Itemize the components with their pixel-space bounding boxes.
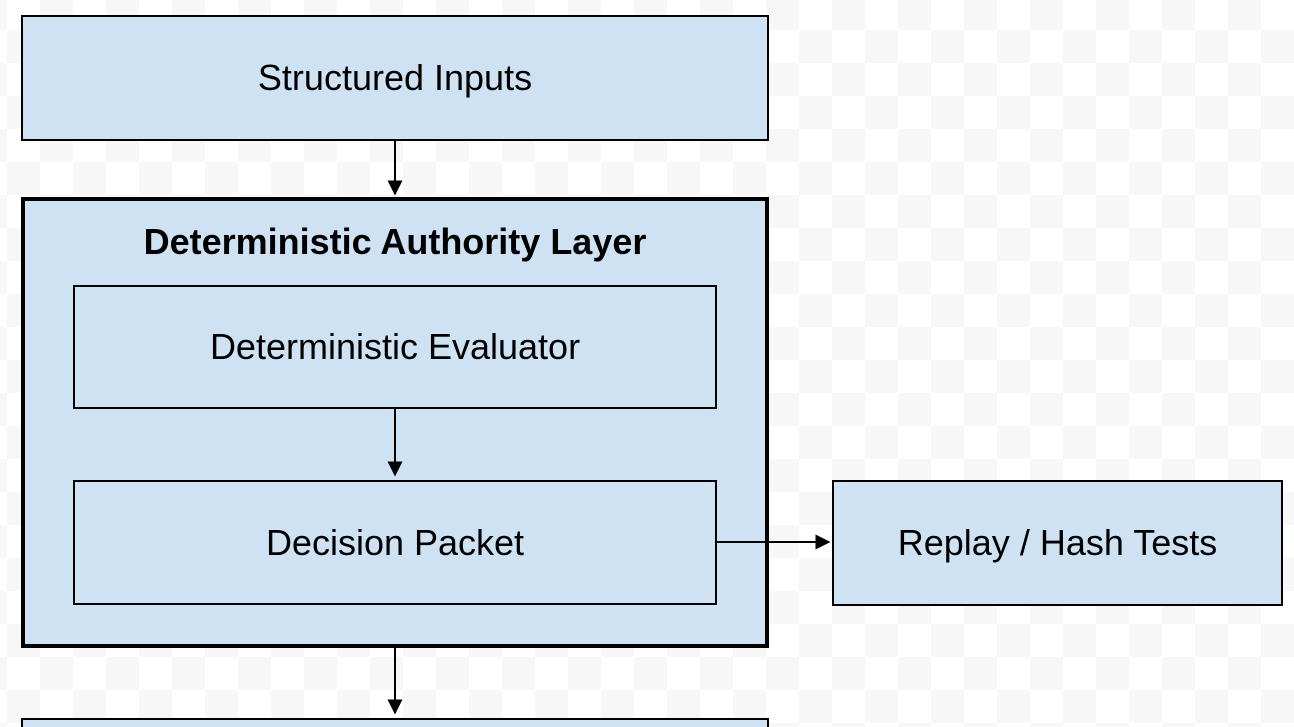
node-deterministic-evaluator: Deterministic Evaluator <box>73 285 717 409</box>
node-authority-layer: Deterministic Authority Layer Determinis… <box>21 197 769 648</box>
node-structured-inputs-label: Structured Inputs <box>257 57 533 99</box>
node-replay-hash-tests: Replay / Hash Tests <box>832 480 1283 606</box>
node-structured-inputs: Structured Inputs <box>21 15 769 141</box>
node-authority-layer-title: Deterministic Authority Layer <box>143 221 647 262</box>
node-decision-packet-label: Decision Packet <box>265 521 525 563</box>
node-deterministic-evaluator-label: Deterministic Evaluator <box>209 326 581 368</box>
node-replay-hash-tests-label: Replay / Hash Tests <box>897 522 1218 564</box>
node-offscreen-bottom <box>21 718 769 727</box>
node-decision-packet: Decision Packet <box>73 480 717 605</box>
